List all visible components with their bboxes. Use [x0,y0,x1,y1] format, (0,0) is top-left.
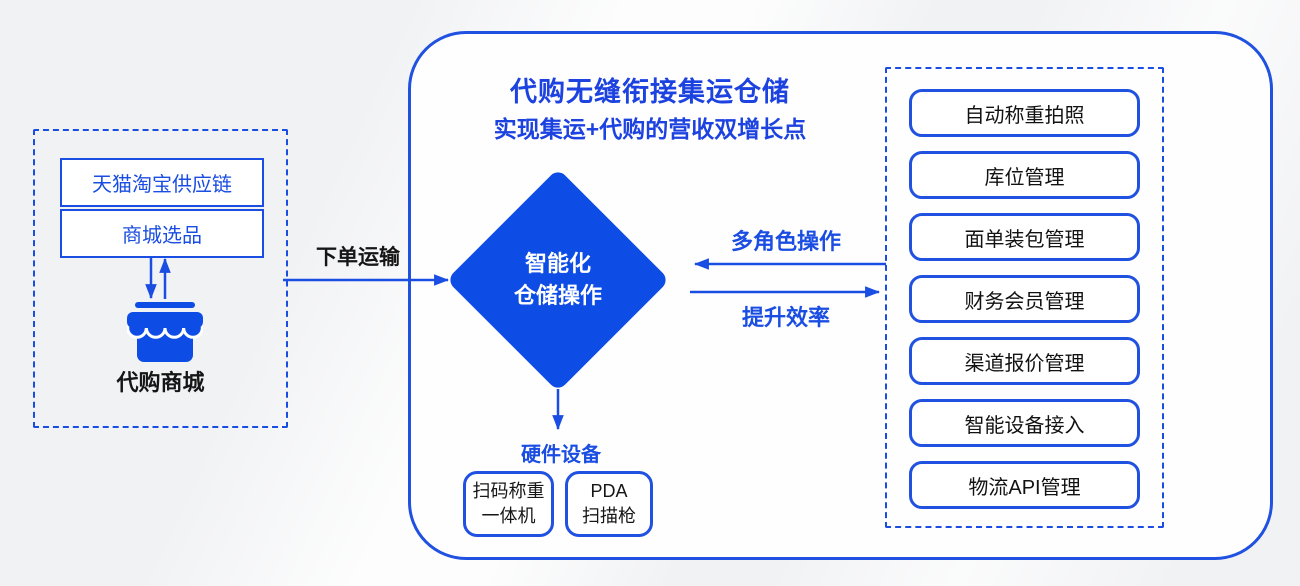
wms-features-panel: 自动称重拍照 库位管理 面单装包管理 财务会员管理 渠道报价管理 智能设备接入 … [885,67,1164,528]
diamond-label-line2: 仓储操作 [513,283,602,308]
device-pda-line2: 扫描枪 [582,506,636,526]
panel-title: 代购无缝衔接集运仓储 [510,77,790,107]
feature-bin-management: 库位管理 [909,151,1140,199]
feature-logistics-api: 物流API管理 [909,461,1140,509]
efficiency-label: 提升效率 [741,305,830,330]
store-label: 代购商城 [116,370,205,395]
mall-selection-label: 商城选品 [122,225,202,247]
panel-subtitle: 实现集运+代购的营收双增长点 [493,116,807,142]
smart-warehouse-diamond: 智能化 仓储操作 [446,168,670,392]
storefront-icon [126,302,204,362]
device-pda-line1: PDA [590,480,628,501]
device-scan-weigh-box: 扫码称重 一体机 [463,471,554,537]
feature-auto-weigh-photo: 自动称重拍照 [909,89,1140,137]
supply-chain-box: 天猫淘宝供应链 [60,158,264,207]
feature-finance-member: 财务会员管理 [909,275,1140,323]
supply-chain-label: 天猫淘宝供应链 [92,174,232,196]
multi-role-label: 多角色操作 [730,229,841,254]
warehouse-panel: 代购无缝衔接集运仓储 实现集运+代购的营收双增长点 智能化 仓储操作 多角色操作… [408,31,1273,560]
device-scan-weigh-line2: 一体机 [481,506,536,526]
feature-label-packing: 面单装包管理 [909,213,1140,261]
feature-channel-quote: 渠道报价管理 [909,337,1140,385]
hardware-heading: 硬件设备 [521,444,601,466]
device-pda-box: PDA 扫描枪 [565,471,653,537]
mall-selection-box: 商城选品 [60,209,264,258]
feature-smart-device: 智能设备接入 [909,399,1140,447]
order-transport-label: 下单运输 [316,246,400,269]
diamond-label-line1: 智能化 [524,251,591,277]
purchasing-mall-panel: 天猫淘宝供应链 商城选品 代购商城 [33,129,288,428]
device-scan-weigh-line1: 扫码称重 [472,480,545,501]
diamond-label: 智能化 仓储操作 [479,201,637,359]
